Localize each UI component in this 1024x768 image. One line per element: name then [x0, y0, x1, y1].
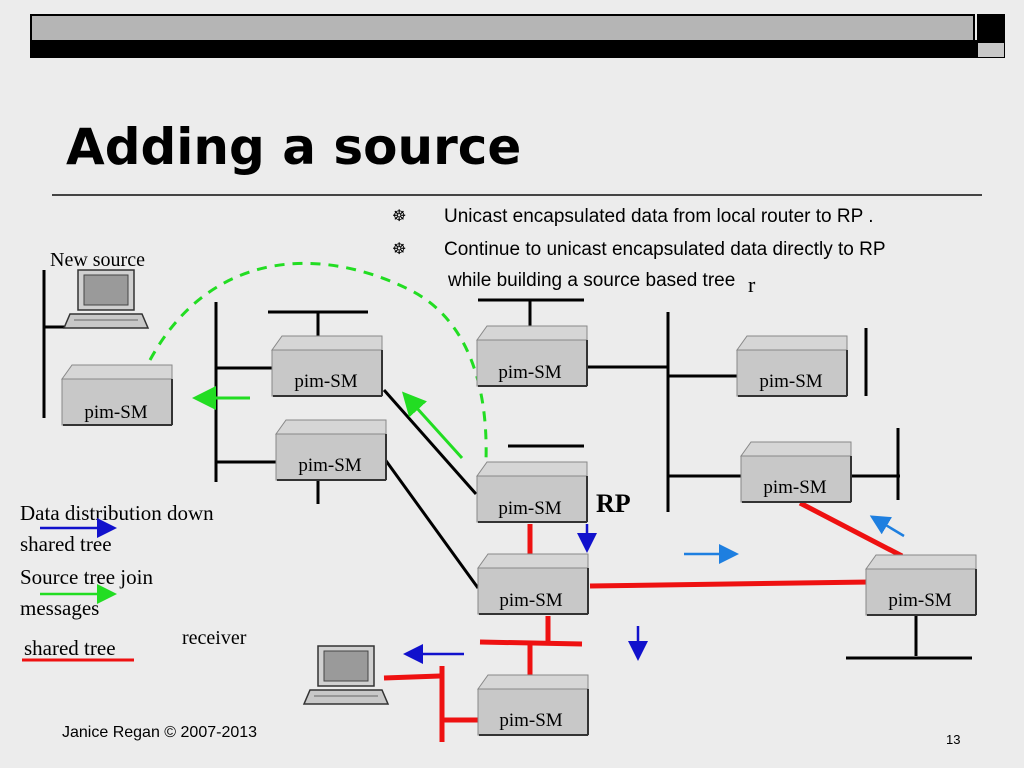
router-label: pim-SM [888, 590, 951, 611]
shared-tree-receiver-bar [383, 673, 441, 681]
legend-shared-tree-label: shared tree [24, 636, 116, 660]
source-computer-icon [63, 269, 149, 329]
router-label: pim-SM [499, 590, 562, 611]
new-source-label: New source [50, 249, 145, 271]
register-path-dashed [148, 261, 488, 461]
wheel-bullet-icon: ☸ [392, 241, 407, 258]
rp-label: RP [596, 489, 631, 518]
bullet-text: Continue to unicast encapsulated data di… [444, 239, 886, 260]
footer-credit: Janice Regan © 2007-2013 [62, 724, 258, 741]
router-label: pim-SM [498, 498, 561, 519]
wheel-bullet-icon: ☸ [392, 208, 407, 225]
bullet-item: ☸ Continue to unicast encapsulated data … [392, 236, 886, 269]
legend-data-distribution-line2: shared tree [20, 532, 112, 556]
header-bar [30, 14, 1005, 58]
bullet-list: ☸ Unicast encapsulated data from local r… [392, 203, 886, 269]
router-label: pim-SM [759, 371, 822, 392]
router-label: pim-SM [84, 402, 147, 423]
shared-tree-bar [479, 639, 583, 647]
segment-diag-upper [382, 389, 478, 495]
stray-glyph: r [748, 272, 756, 297]
router-label: pim-SM [294, 371, 357, 392]
legend-data-distribution-label: Data distribution down shared tree [20, 501, 219, 556]
shared-tree-links [383, 500, 904, 742]
header-corner-black [977, 14, 1005, 42]
bullet-text: Unicast encapsulated data from local rou… [444, 206, 874, 227]
router-label: pim-SM [298, 455, 361, 476]
data-arrow-diag [869, 515, 905, 538]
page-number: 13 [946, 732, 961, 747]
join-arrow-diag [401, 391, 464, 460]
network-segments [42, 270, 972, 660]
legend-data-distribution-line1: Data distribution down [20, 501, 214, 525]
segment-diag-lower [382, 457, 480, 589]
receiver-computer-icon [303, 645, 389, 705]
router-label: pim-SM [498, 362, 561, 383]
receiver-label: receiver [182, 627, 247, 649]
legend-source-tree-line1: Source tree join [20, 565, 153, 589]
title-divider [52, 194, 982, 196]
bullet-continuation: while building a source based tree [448, 270, 736, 291]
shared-tree-horizontal [589, 579, 871, 589]
slide-title: Adding a source [66, 118, 522, 176]
header-corner-gray [977, 42, 1005, 58]
legend-source-tree-label: Source tree join messages [20, 565, 158, 620]
header-bar-black [30, 40, 1005, 58]
shared-tree-diag [798, 500, 904, 559]
legend-source-tree-line2: messages [20, 596, 99, 620]
router-label: pim-SM [499, 710, 562, 731]
bullet-item: ☸ Unicast encapsulated data from local r… [392, 203, 886, 236]
router-label: pim-SM [763, 477, 826, 498]
